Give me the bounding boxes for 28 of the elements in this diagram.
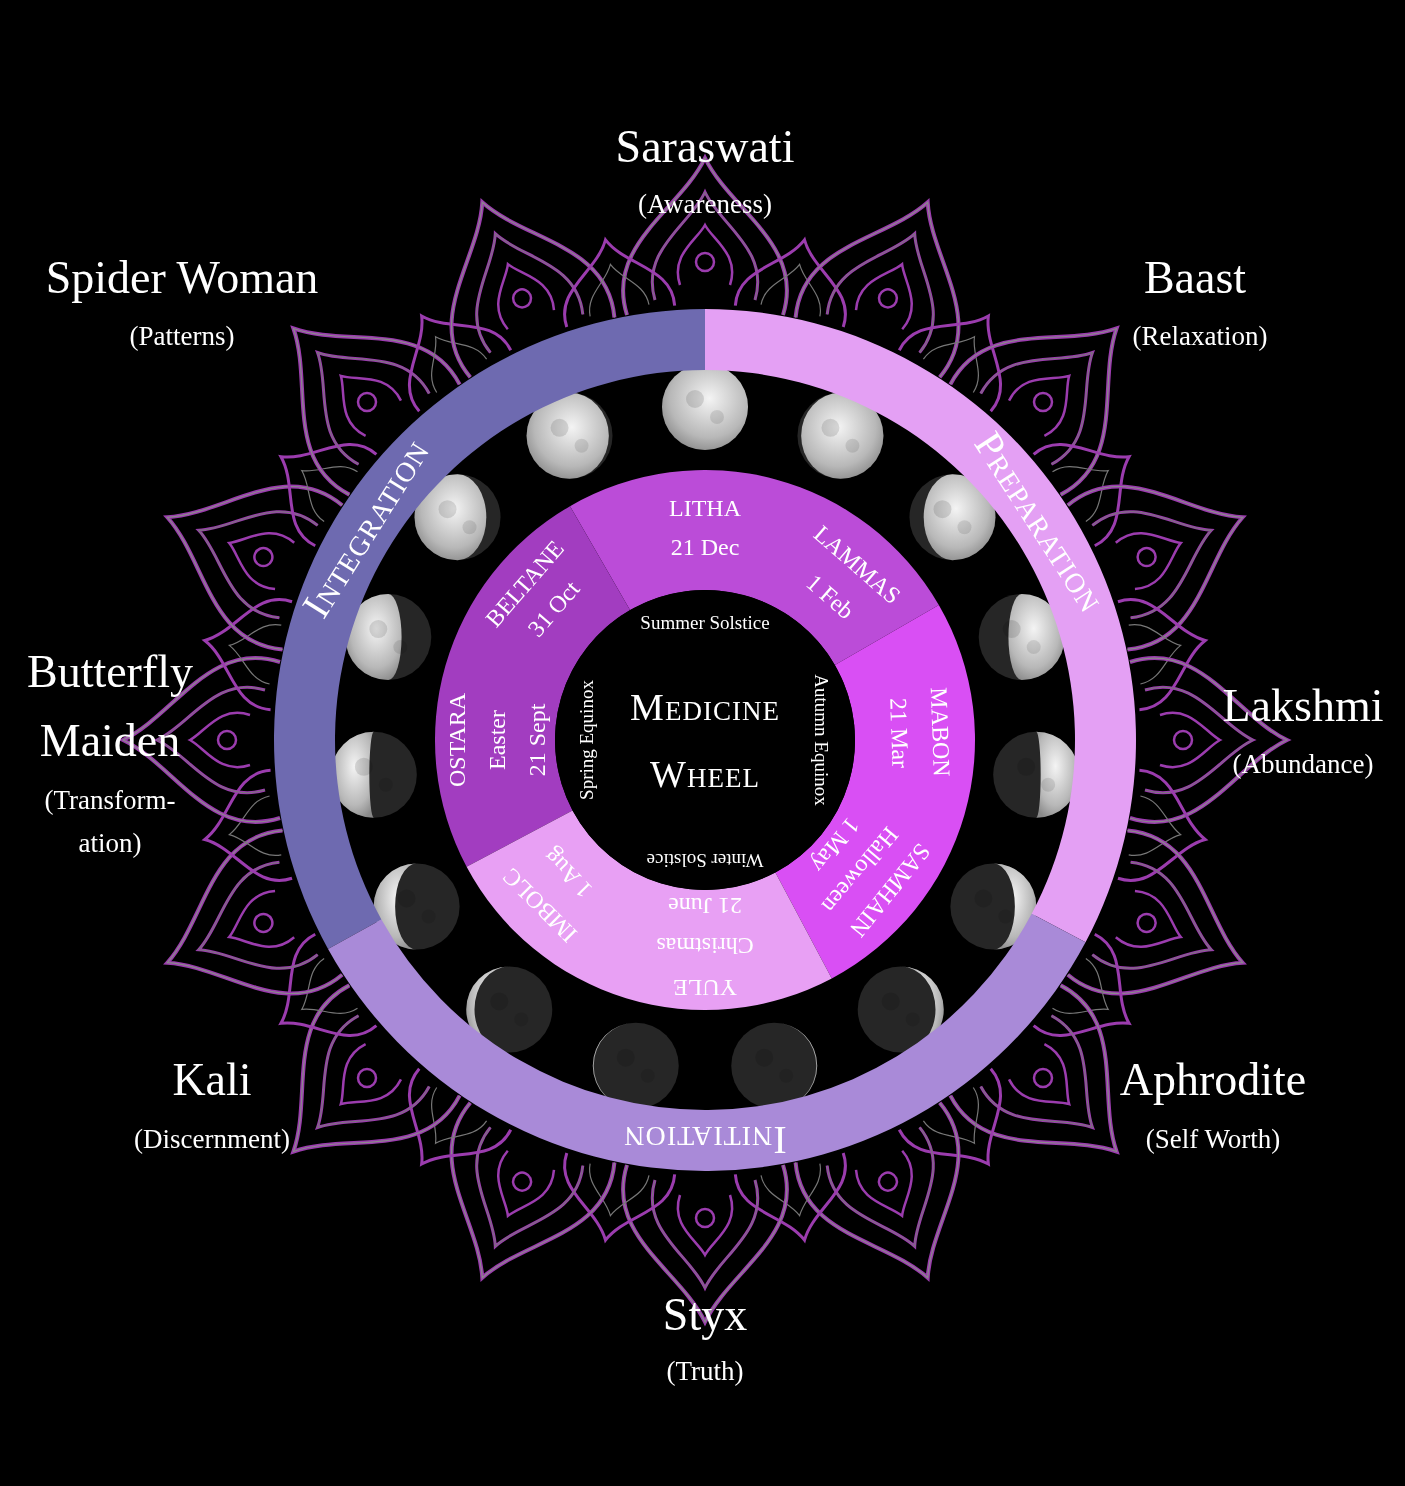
- festival-date: 21 Dec: [670, 532, 740, 562]
- festival-name: MABON: [924, 686, 956, 777]
- deity-name: Aphrodite: [1119, 1053, 1307, 1108]
- wheel-title: Medicine Wheel: [629, 684, 781, 796]
- festival-name: LITHA: [669, 493, 741, 523]
- solstice-label: Winter Solstice: [646, 849, 764, 872]
- festival-date: Easter: [482, 710, 511, 770]
- deity-name: Spider Woman: [45, 251, 319, 306]
- deity-name: Kali: [172, 1053, 252, 1108]
- deity-attribute: (Relaxation): [1132, 319, 1268, 353]
- equinox-label: Autumn Equinox: [810, 674, 833, 806]
- festival-date: 21 Sept: [522, 703, 551, 777]
- festival-name: YULE: [673, 974, 737, 1003]
- festival-date: 21 June: [668, 892, 742, 921]
- festival-name: OSTARA: [442, 692, 471, 788]
- deity-attribute: (Discernment): [134, 1122, 290, 1156]
- solstice-label: Summer Solstice: [640, 611, 770, 635]
- festival-date: 21 Mar: [884, 697, 915, 769]
- deity-attribute: (Transform- ation): [43, 783, 177, 860]
- deity-name: Saraswati: [615, 120, 795, 175]
- deity-attribute: (Truth): [666, 1354, 744, 1388]
- equinox-label: Spring Equinox: [575, 680, 598, 800]
- deity-attribute: (Patterns): [129, 319, 235, 353]
- deity-name: Styx: [662, 1288, 748, 1343]
- deity-name: Baast: [1143, 251, 1247, 306]
- phase-label: Initiation: [623, 1117, 787, 1164]
- deity-attribute: (Self Worth): [1145, 1122, 1281, 1156]
- festival-date: Christmas: [656, 932, 754, 961]
